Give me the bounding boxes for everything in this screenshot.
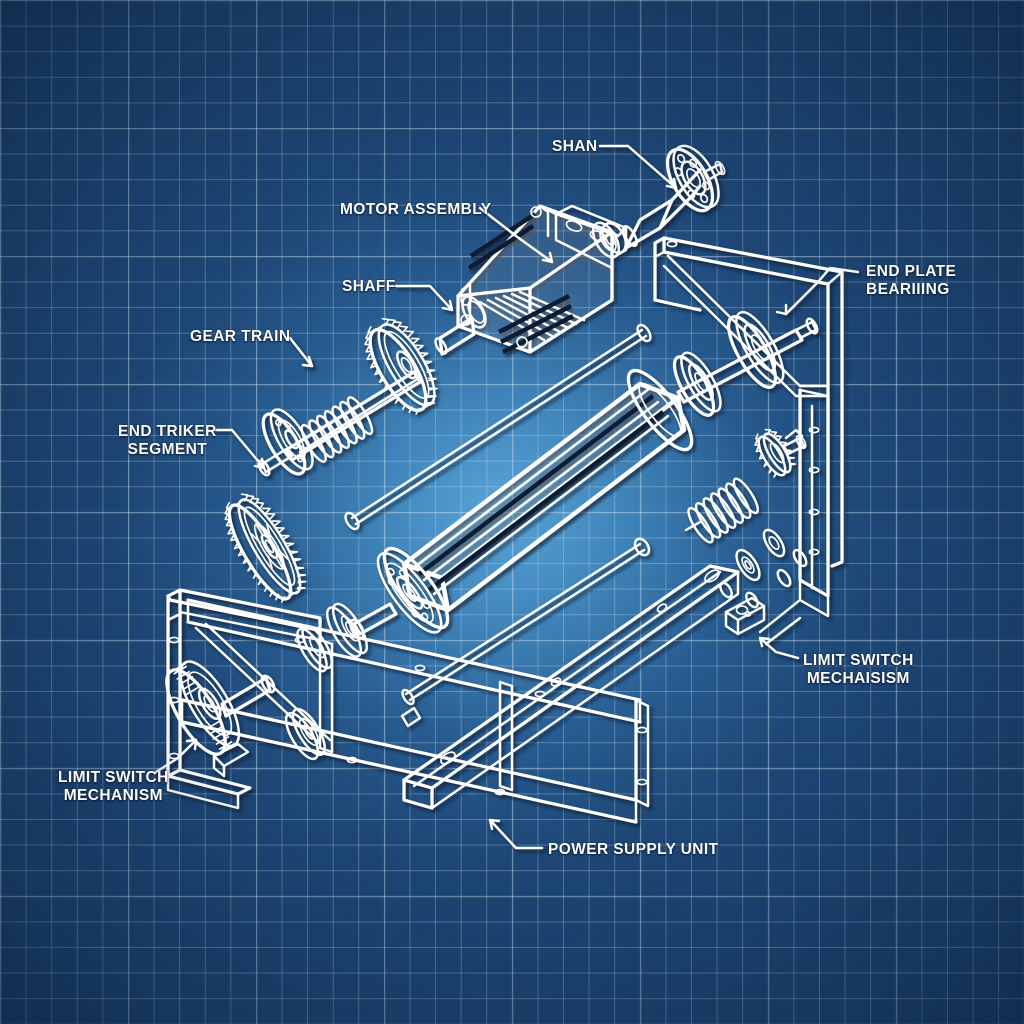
spur-gear-large-left — [224, 493, 307, 603]
callout-end-plate-bearing: END PLATE BEARIIING — [866, 263, 957, 299]
motor-assembly — [434, 204, 628, 356]
end-plate-bearing-right — [672, 310, 819, 417]
spur-gear-upper — [364, 317, 438, 415]
callout-limit-switch-right: LIMIT SWITCH MECHAISISM — [803, 652, 914, 688]
callout-motor-assembly: MOTOR ASSEMBLY — [340, 201, 492, 218]
callout-shaft-top: SHAN — [552, 138, 598, 155]
spring-worm-assembly-right — [684, 428, 807, 544]
callout-power-supply-unit: POWER SUPPLY UNIT — [548, 841, 719, 858]
callout-limit-switch-left: LIMIT SWITCH MECHANISM — [58, 769, 169, 805]
power-supply-unit-rail — [402, 564, 740, 810]
callout-shaft-left: SHAFF — [342, 278, 396, 295]
callout-end-triker-segment: END TRIKER SEGMENT — [118, 423, 217, 459]
loose-washers — [719, 528, 808, 609]
limit-switch-mechanism-right — [724, 596, 766, 636]
callout-gear-train: GEAR TRAIN — [190, 328, 291, 345]
